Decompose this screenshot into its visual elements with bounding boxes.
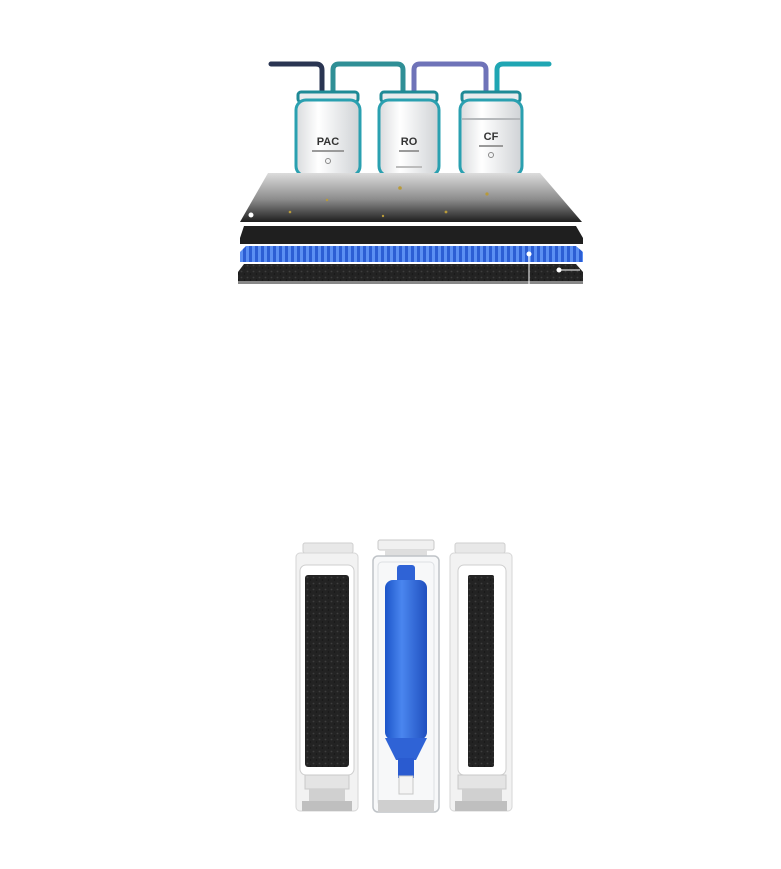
cartridge-ro: RO xyxy=(377,90,441,178)
cartridge-right-carbon xyxy=(449,542,513,812)
cartridge-middle-ro xyxy=(372,539,440,813)
tube-cyan xyxy=(494,61,552,95)
cartridge-cf: CF xyxy=(458,90,524,178)
callout-markers xyxy=(248,212,580,284)
filter-plate-top xyxy=(240,173,582,222)
cartridges-cutaway-figure xyxy=(295,539,513,813)
filter-layer-membrane xyxy=(240,246,583,262)
filter-layer-bottom xyxy=(238,264,583,284)
cartridge-pac: PAC xyxy=(294,90,362,178)
filter-stack-figure: PAC RO CF xyxy=(238,61,583,284)
cartridge-pac-label: PAC xyxy=(317,136,339,148)
cartridge-left-carbon xyxy=(295,542,359,812)
cartridge-ro-label: RO xyxy=(401,136,418,148)
tube-teal xyxy=(330,61,406,95)
filter-layer-carbon xyxy=(240,226,583,244)
tube-purple xyxy=(411,61,489,95)
cartridge-cf-label: CF xyxy=(484,131,499,143)
tubes xyxy=(268,61,552,95)
tube-dark xyxy=(268,61,325,95)
particles xyxy=(288,186,489,218)
